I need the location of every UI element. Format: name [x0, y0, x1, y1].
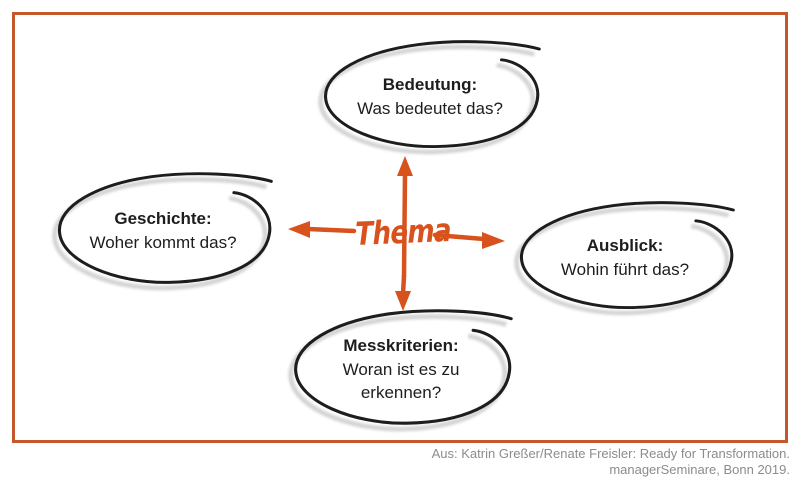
bubble-bedeutung: Bedeutung: Was bedeutet das?: [314, 40, 546, 152]
bubble-geschichte: Geschichte: Woher kommt das?: [48, 172, 278, 288]
bubble-text-block: Ausblick: Wohin führt das?: [510, 201, 740, 313]
bubble-title: Bedeutung:: [382, 74, 478, 94]
bubble-text-block: Messkriterien: Woran ist es zu erkennen?: [284, 309, 518, 429]
arrow-up-icon: [397, 156, 413, 279]
bubble-question: Wohin führt das?: [560, 259, 690, 279]
bubble-title: Messkriterien:: [343, 336, 459, 355]
arrow-down-icon: [395, 273, 411, 311]
caption-line-1: Aus: Katrin Greßer/Renate Freisler: Read…: [431, 446, 790, 461]
bubble-question: Woher kommt das?: [89, 232, 237, 252]
arrow-left-icon: [288, 221, 357, 238]
arrow-right-icon: [432, 232, 505, 249]
center-topic-label: Thema: [354, 210, 452, 254]
diagram-border-frame: [12, 12, 788, 443]
bubble-ausblick: Ausblick: Wohin führt das?: [510, 201, 740, 313]
caption-line-2: managerSeminare, Bonn 2019.: [609, 462, 790, 477]
bubble-question: Woran ist es zu erkennen?: [342, 360, 460, 402]
bubble-text-block: Geschichte: Woher kommt das?: [48, 172, 278, 288]
bubble-text-block: Bedeutung: Was bedeutet das?: [314, 40, 546, 152]
arrows-cross: [288, 156, 505, 311]
source-caption: Aus: Katrin Greßer/Renate Freisler: Read…: [432, 446, 790, 478]
bubble-messkriterien: Messkriterien: Woran ist es zu erkennen?: [284, 309, 518, 429]
bubble-title: Ausblick:: [586, 235, 664, 255]
bubble-question: Was bedeutet das?: [357, 98, 503, 118]
bubble-title: Geschichte:: [114, 208, 212, 228]
